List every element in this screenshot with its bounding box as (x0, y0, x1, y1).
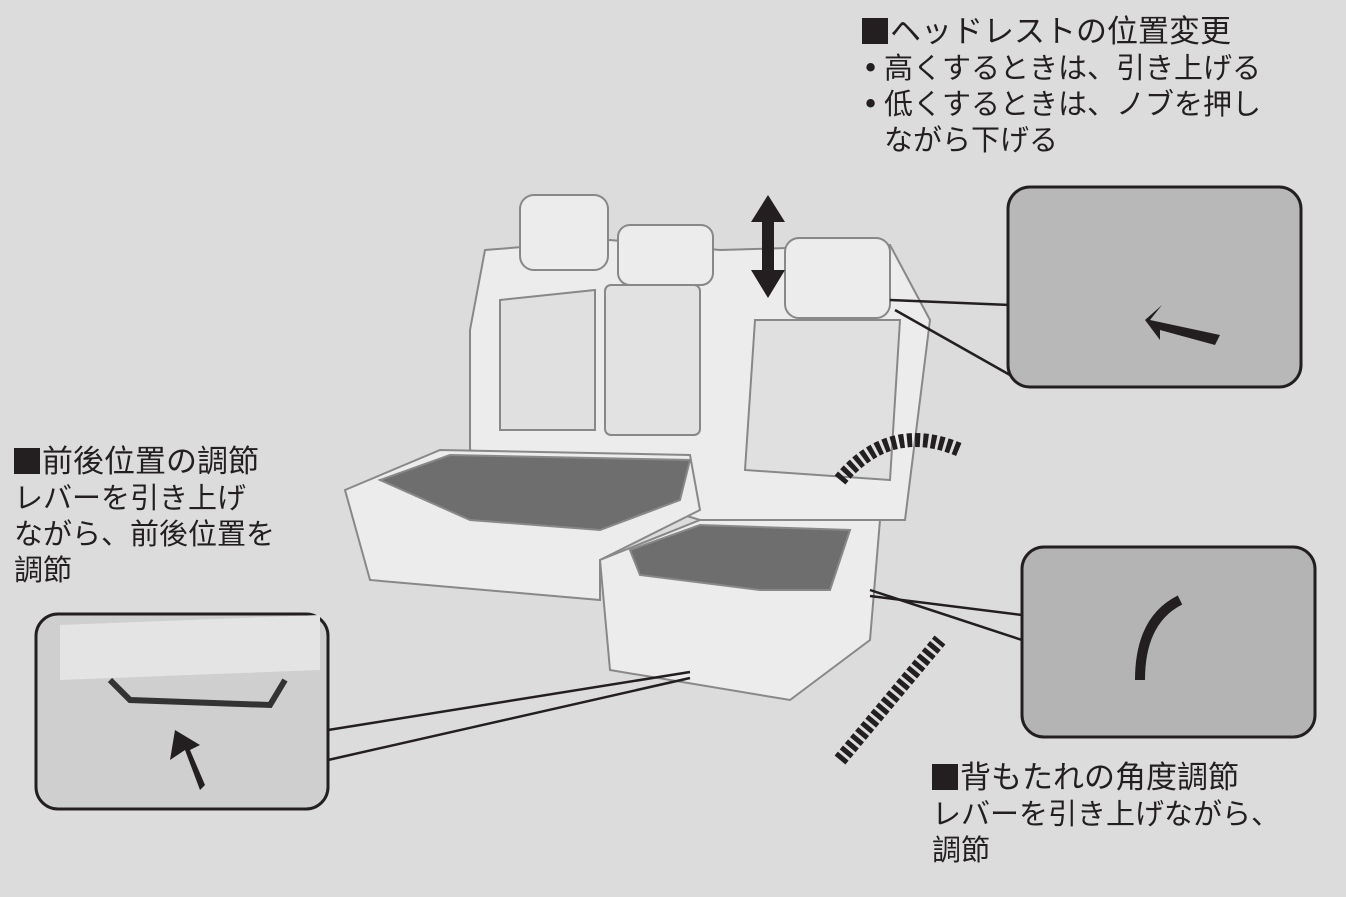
square-bullet-icon (14, 448, 40, 474)
square-bullet-icon (862, 18, 888, 44)
recline-line: 調節 (932, 833, 991, 867)
slide-title: 前後位置の調節 (14, 444, 275, 480)
slide-line: 調節 (14, 553, 73, 587)
headrest-right (784, 237, 891, 319)
recline-line: レバーを引き上げながら、 (932, 797, 1281, 831)
headrest-bullet-lower-cont: ながら下げる (884, 123, 1059, 157)
headrest-section: ヘッドレストの位置変更 •高くするときは、引き上げる •低くするときは、ノブを押… (862, 14, 1261, 158)
headrest-title: ヘッドレストの位置変更 (862, 14, 1261, 50)
recline-arrow (834, 433, 963, 485)
inset-recline-lever (1020, 545, 1317, 739)
headrest-updown-arrow (751, 195, 785, 298)
rear-seat (343, 194, 932, 702)
slide-section: 前後位置の調節 レバーを引き上げ ながら、前後位置を 調節 (14, 444, 275, 588)
headrest-bullet-lower: •低くするときは、ノブを押し (862, 87, 1262, 121)
headrest-bullet-raise: •高くするときは、引き上げる (862, 51, 1262, 85)
headrest-left (519, 194, 609, 271)
slide-arrow (834, 635, 946, 765)
slide-line: レバーを引き上げ (14, 481, 247, 515)
recline-title: 背もたれの角度調節 (932, 760, 1280, 796)
bullet-icon: • (862, 87, 880, 121)
inset-headrest-knob (1006, 185, 1303, 389)
headrest-center (617, 224, 714, 286)
slide-line: ながら、前後位置を (14, 517, 276, 551)
bullet-icon: • (862, 51, 880, 85)
square-bullet-icon (932, 764, 958, 790)
recline-section: 背もたれの角度調節 レバーを引き上げながら、 調節 (932, 760, 1280, 868)
